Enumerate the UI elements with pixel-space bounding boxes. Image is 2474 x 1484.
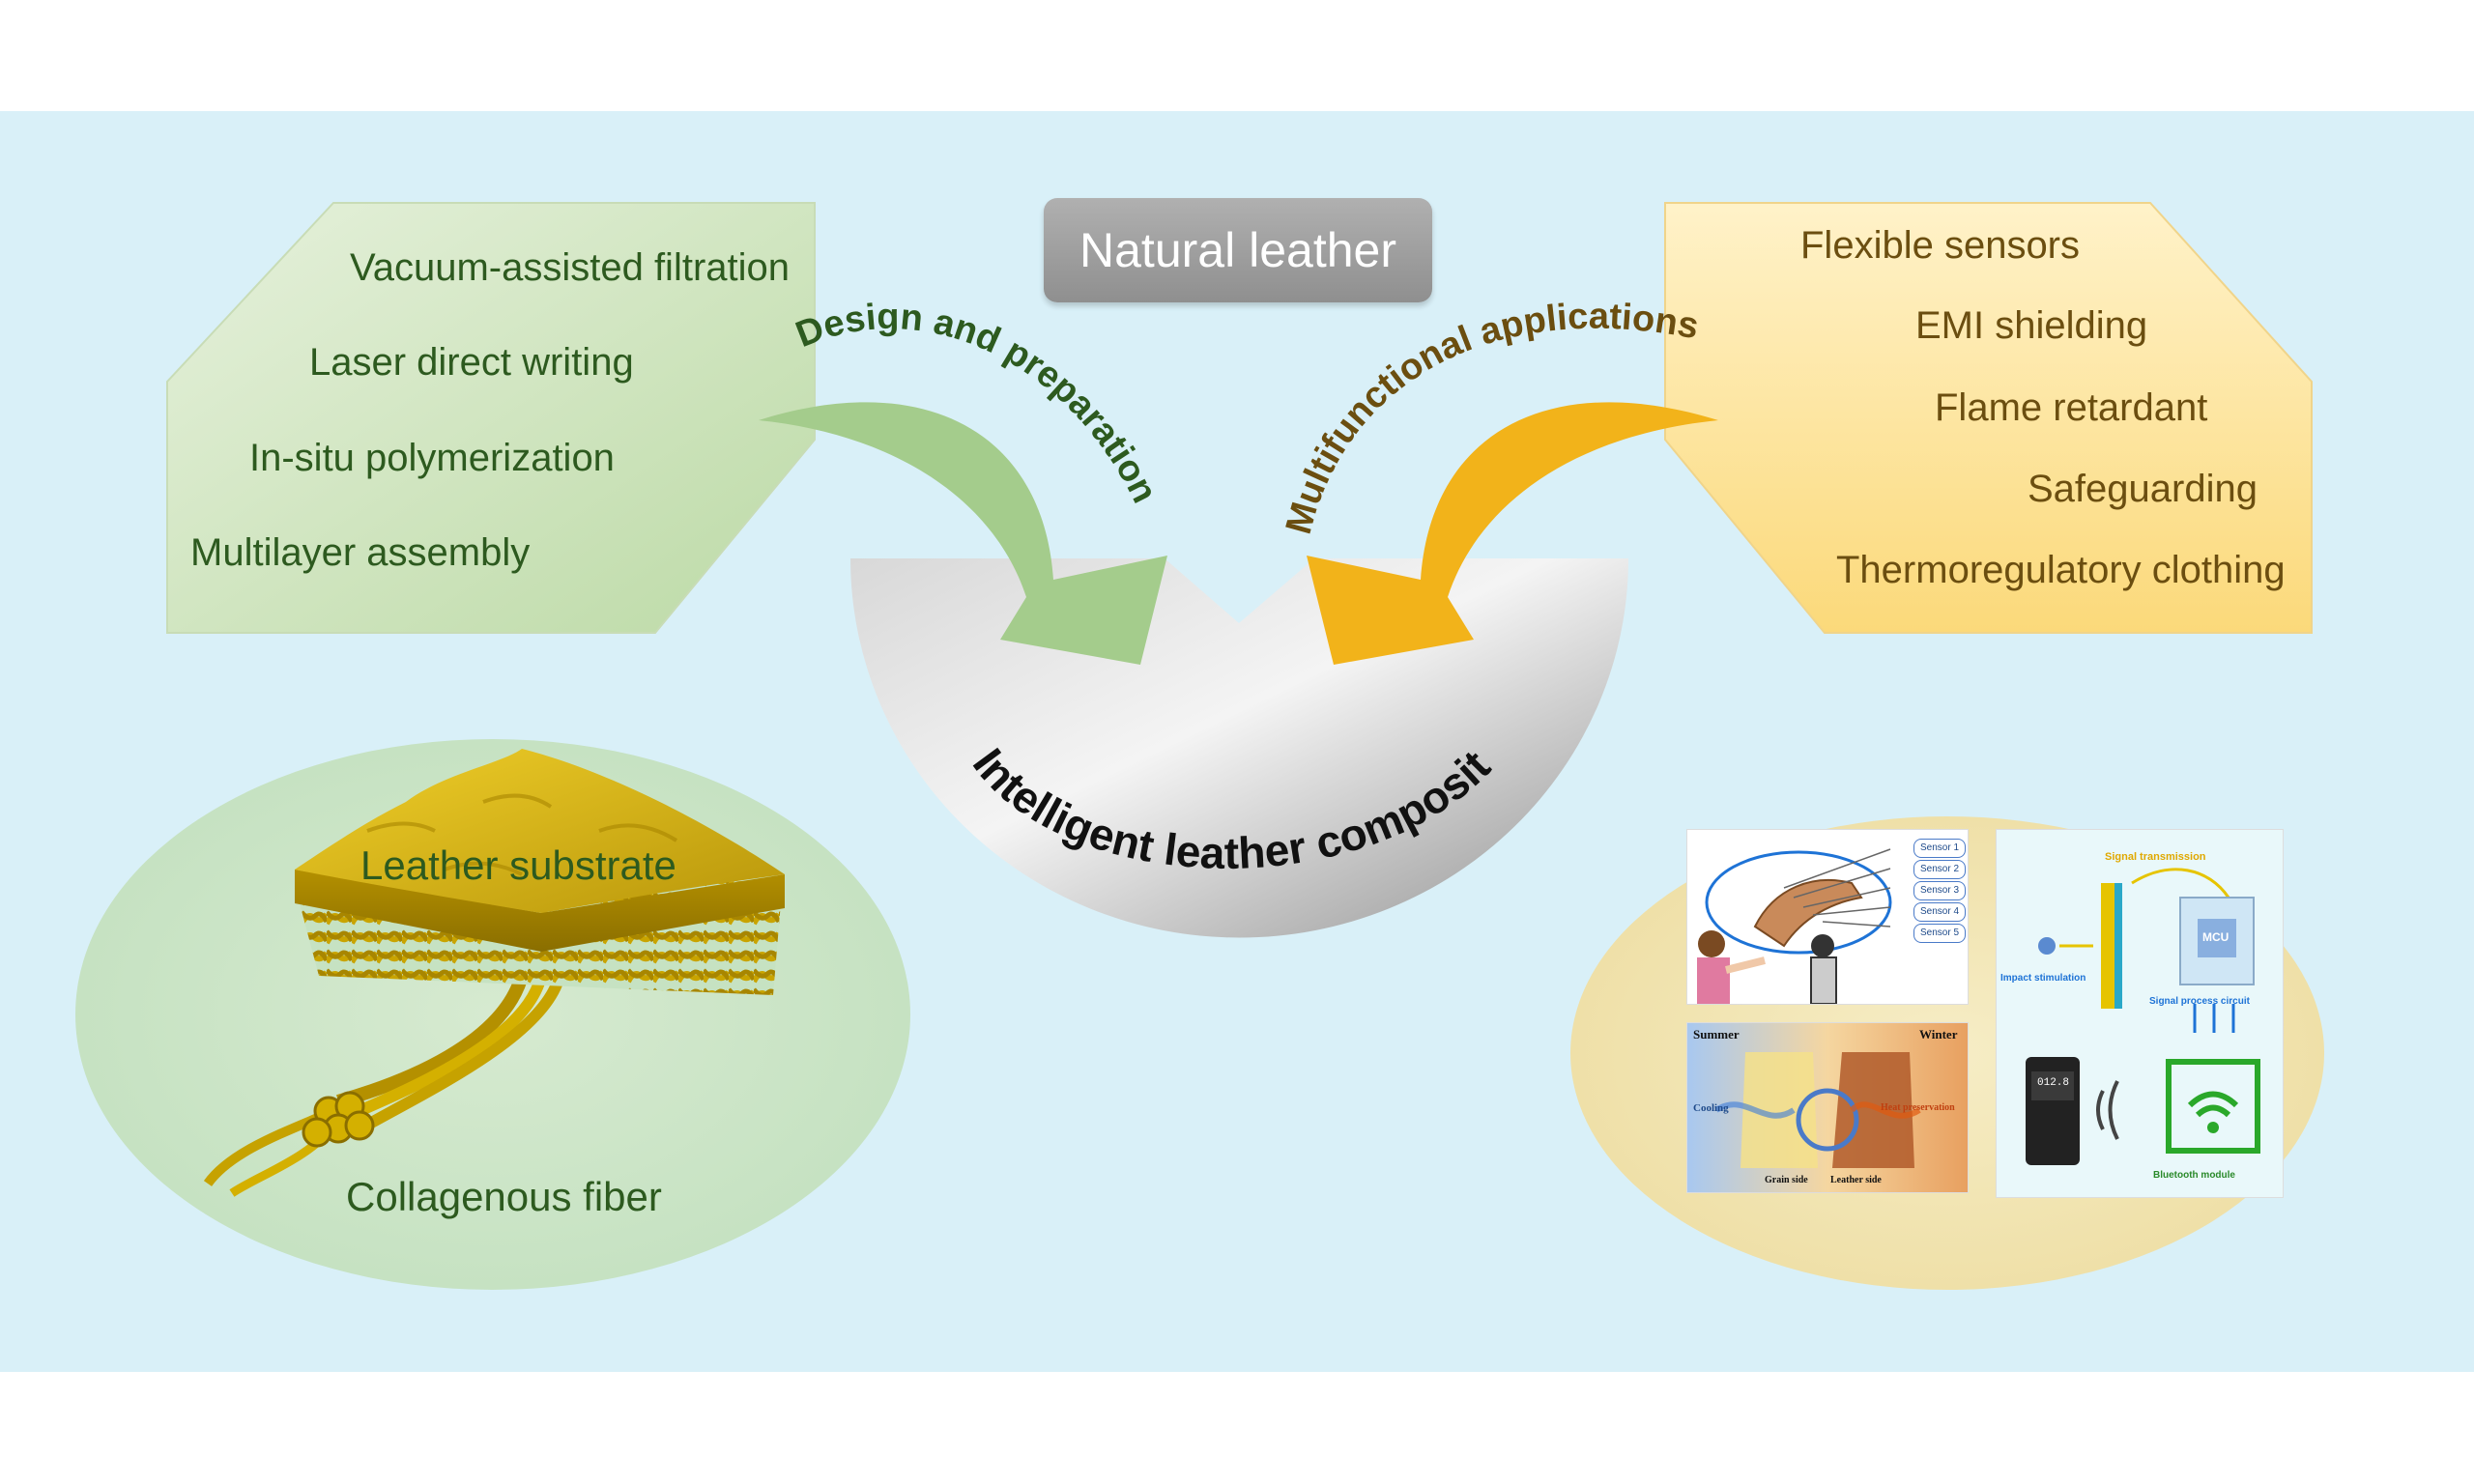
winter-label: Winter [1919, 1027, 1958, 1042]
composites-bowl [850, 558, 1628, 938]
applications-panel [1664, 202, 2313, 634]
cooling-label: Cooling [1693, 1102, 1729, 1114]
collagen-fiber [203, 969, 566, 1197]
natural-leather-box: Natural leather [1044, 198, 1432, 302]
signal-process-label: Signal process circuit [2149, 996, 2250, 1007]
example-sensor-glove [1686, 829, 1969, 1005]
leather-substrate-label: Leather substrate [360, 842, 676, 888]
grain-side-label: Grain side [1765, 1175, 1808, 1185]
example-thermoregulation: Summer Winter Cooling Heat preservation … [1686, 1022, 1969, 1193]
bluetooth-label: Bluetooth module [2153, 1170, 2235, 1181]
application-item: EMI shielding [1915, 304, 2148, 347]
application-item: Flexible sensors [1800, 224, 2081, 267]
thermo-illustration [1714, 1052, 1921, 1168]
phone-reading: 012.8 [2037, 1077, 2070, 1089]
mcu-label: MCU [2202, 930, 2229, 944]
sensor-3-tag: Sensor 3 [1913, 881, 1967, 900]
methods-panel [166, 202, 816, 634]
method-item: Multilayer assembly [190, 531, 531, 574]
collagen-fiber-label: Collagenous fiber [346, 1174, 662, 1219]
applications-arrow [1307, 402, 1718, 665]
sensor-2-tag: Sensor 2 [1913, 860, 1967, 879]
impact-stimulation-label: Impact stimulation [2000, 973, 2086, 984]
signal-transmission-label: Signal transmission [2105, 851, 2206, 863]
application-item: Thermoregulatory clothing [1836, 549, 2286, 591]
sensor-5-tag: Sensor 5 [1913, 924, 1967, 943]
sensor-list: Sensor 1 Sensor 2 Sensor 3 Sensor 4 Sens… [1913, 839, 1967, 943]
design-arrow [759, 402, 1167, 665]
method-item: Laser direct writing [309, 341, 634, 384]
method-item: In-situ polymerization [249, 437, 615, 479]
application-item: Flame retardant [1935, 386, 2208, 429]
heat-preservation-label: Heat preservation [1881, 1102, 1955, 1113]
sensor-glove-illustration [1697, 848, 1892, 1005]
sensor-1-tag: Sensor 1 [1913, 839, 1967, 858]
leather-block [295, 749, 785, 952]
signal-circuit-illustration [2026, 868, 2260, 1165]
leather-side-label: Leather side [1830, 1175, 1882, 1185]
method-item: Vacuum-assisted filtration [350, 246, 790, 289]
example-signal-circuit: Signal transmission Impact stimulation M… [1996, 829, 2284, 1198]
summer-label: Summer [1693, 1027, 1740, 1042]
application-item: Safeguarding [2028, 468, 2258, 510]
sensor-4-tag: Sensor 4 [1913, 902, 1967, 922]
